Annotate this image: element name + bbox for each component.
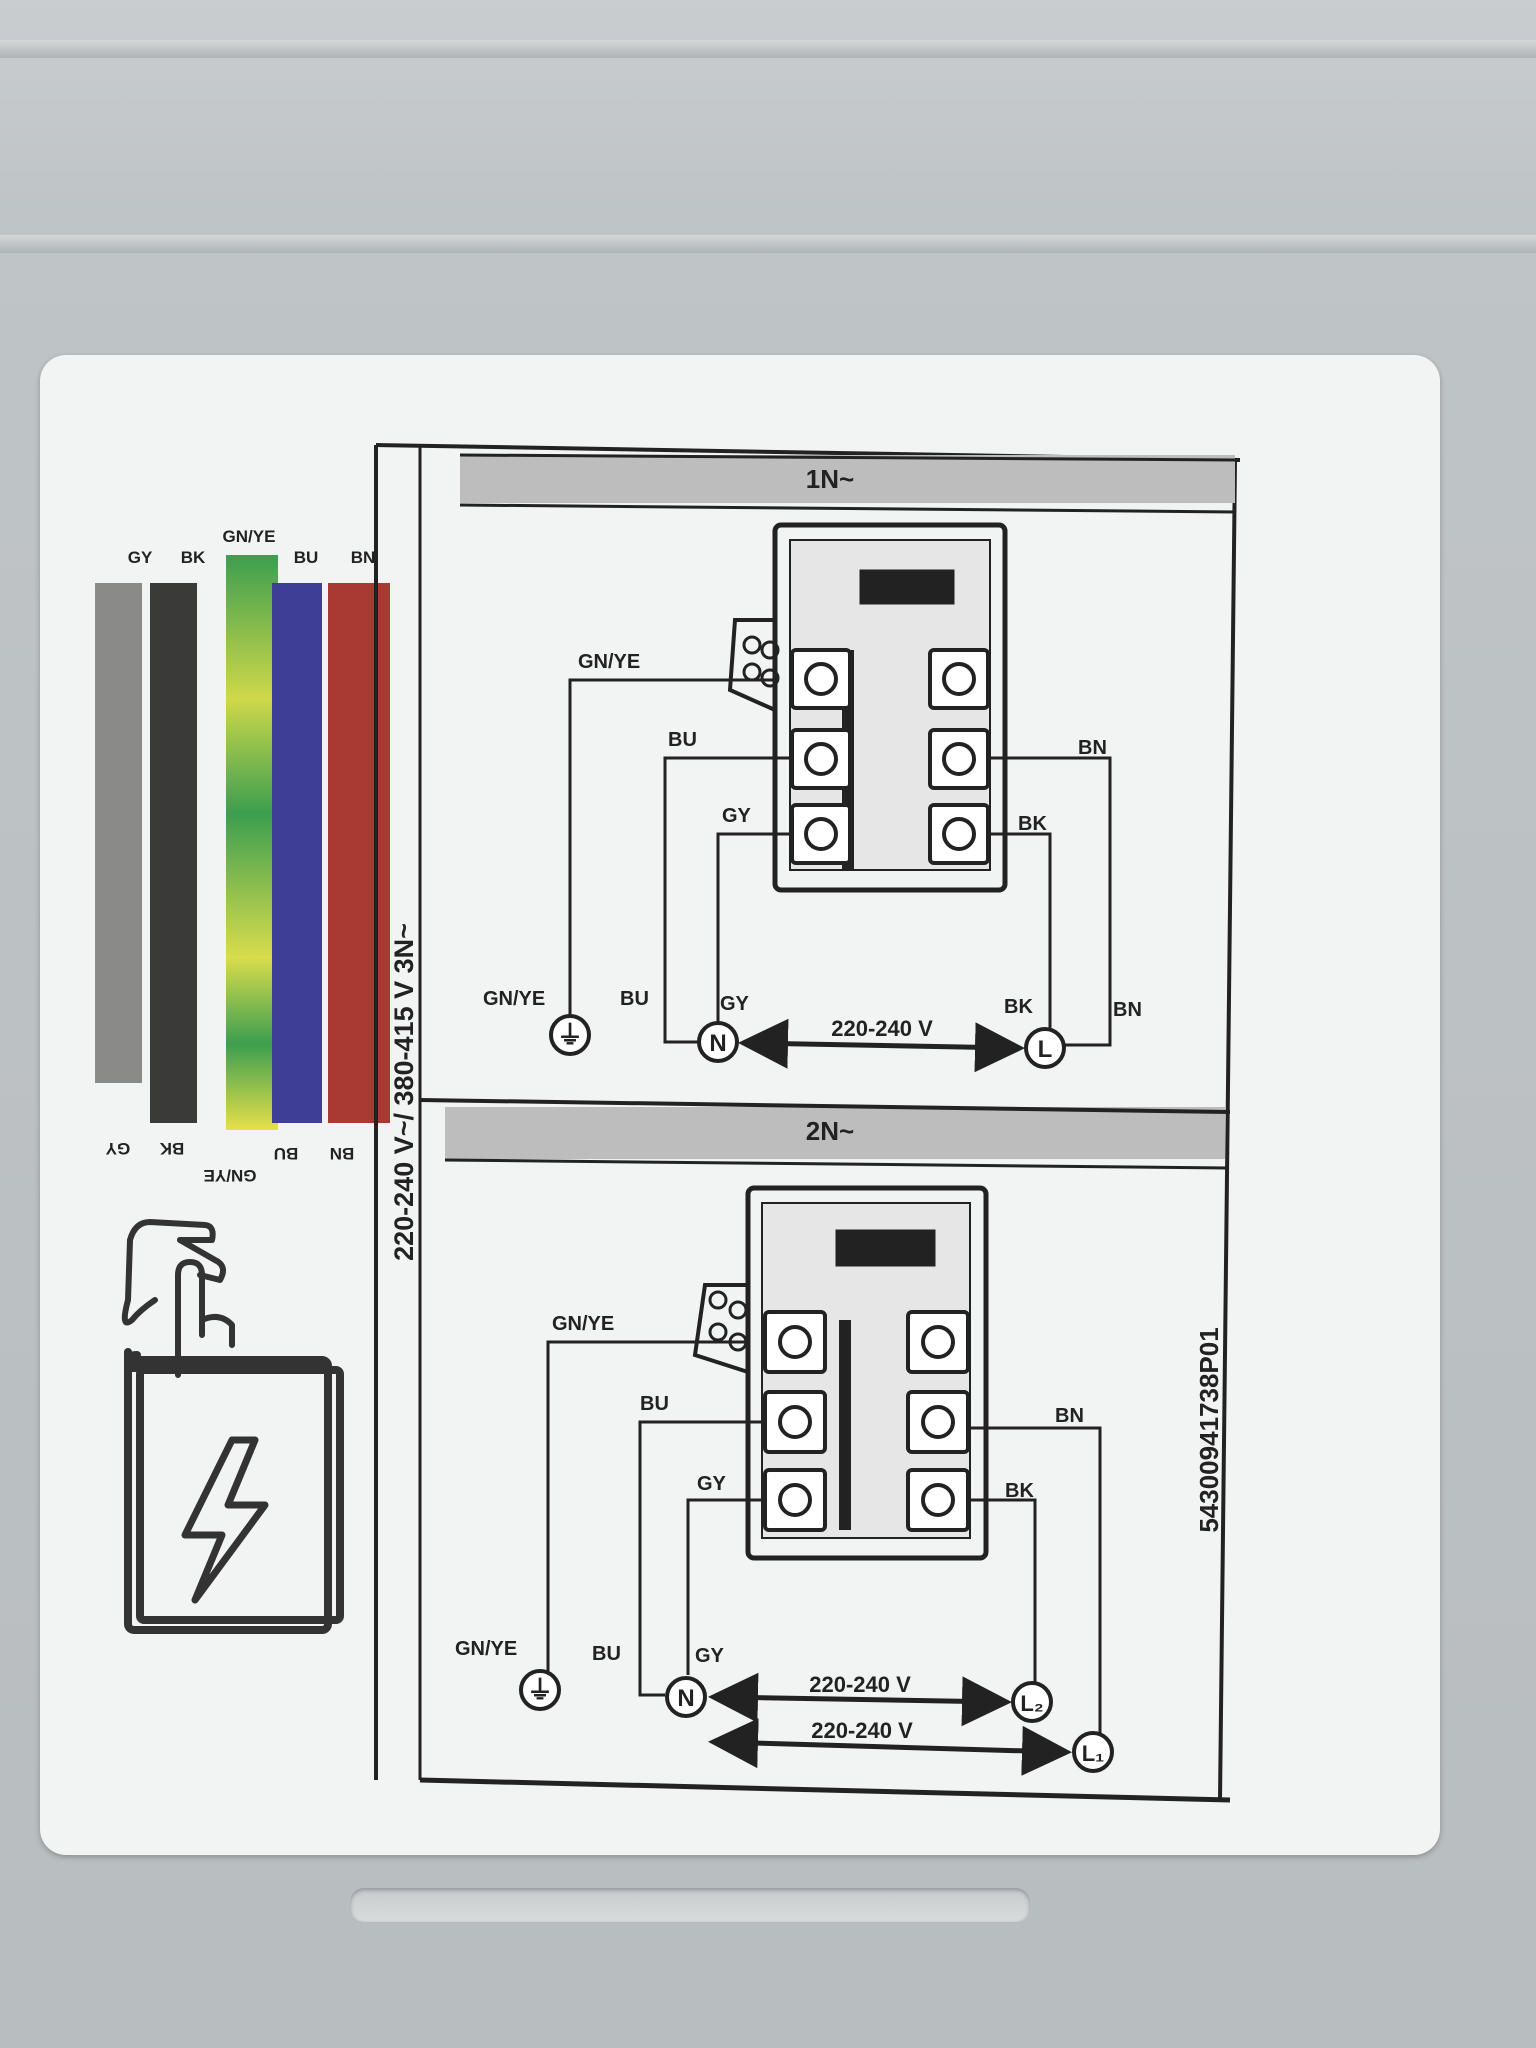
legend-label-gy-bottom: GY bbox=[105, 1139, 130, 1158]
manual-electric-icon bbox=[121, 1219, 344, 1634]
legend-label-bk-top: BK bbox=[181, 548, 206, 567]
p2-line1-terminal bbox=[1072, 1731, 1114, 1773]
p1-label-bn-bottom: BN bbox=[1113, 999, 1142, 1021]
legend-label-bn-top: BN bbox=[351, 548, 376, 567]
p1-ground-terminal bbox=[549, 1014, 591, 1056]
p2-label-bk-top: BK bbox=[1005, 1480, 1034, 1502]
terminal-screws-1 bbox=[790, 648, 990, 865]
wire-stripe-bu bbox=[272, 583, 322, 1123]
p1-line-terminal bbox=[1024, 1027, 1066, 1069]
p2-line2-label: L₂ bbox=[1020, 1691, 1043, 1716]
p1-label-bn-top: BN bbox=[1078, 737, 1107, 759]
p2-label-gnye-top: GN/YE bbox=[552, 1313, 614, 1335]
p1-ground-symbol: ⏚ bbox=[557, 1020, 583, 1050]
p2-label-bn-top: BN bbox=[1055, 1405, 1084, 1427]
p1-neutral-label: N bbox=[709, 1030, 726, 1057]
wire-stripe-bk bbox=[150, 583, 197, 1123]
p2-line1-label: L₁ bbox=[1082, 1741, 1105, 1766]
panel-1n: 1N~ bbox=[459, 453, 1236, 1073]
panel-1n-header: 1N~ bbox=[806, 464, 854, 494]
color-legend: GY BK GN/YE BU BN GY BK GN/YE BU BN bbox=[95, 527, 390, 1185]
wires-panel-1 bbox=[568, 678, 1112, 1047]
p1-label-bk-bottom: BK bbox=[1004, 996, 1033, 1018]
p1-voltage-label: 220-240 V bbox=[831, 1016, 933, 1041]
p2-label-bu-top: BU bbox=[640, 1393, 669, 1415]
p2-ground-symbol: ⏚ bbox=[527, 1675, 553, 1705]
p2-label-gy-bottom: GY bbox=[695, 1645, 725, 1667]
p2-voltage-label-l1: 220-240 V bbox=[811, 1718, 913, 1743]
p2-neutral-terminal bbox=[665, 1676, 707, 1718]
p2-label-bu-bottom: BU bbox=[592, 1643, 621, 1665]
panel-2n: 2N~ bbox=[419, 1098, 1231, 1776]
p1-label-bk-top: BK bbox=[1018, 813, 1047, 835]
terminal-screws-2 bbox=[763, 1310, 970, 1532]
wires-panel-2 bbox=[546, 1340, 1102, 1735]
p2-neutral-label: N bbox=[677, 1685, 694, 1712]
legend-label-bn-bottom: BN bbox=[330, 1144, 355, 1163]
wire-stripe-bn bbox=[328, 583, 390, 1123]
legend-label-gnye-top: GN/YE bbox=[223, 527, 276, 546]
legend-label-bu-bottom: BU bbox=[274, 1144, 299, 1163]
legend-label-gnye-bottom: GN/YE bbox=[204, 1166, 257, 1185]
p2-voltage-arrow-l2 bbox=[708, 1672, 1012, 1727]
panel-2n-header-bar bbox=[445, 1107, 1225, 1159]
p1-neutral-terminal bbox=[697, 1021, 739, 1063]
p1-label-gy-bottom: GY bbox=[720, 993, 750, 1015]
p2-label-gnye-bottom: GN/YE bbox=[455, 1638, 517, 1660]
p2-voltage-arrow-l1 bbox=[708, 1718, 1072, 1776]
p2-label-gy-top: GY bbox=[697, 1473, 727, 1495]
panel-1n-header-bar bbox=[460, 455, 1235, 503]
legend-label-gy-top: GY bbox=[128, 548, 153, 567]
p1-label-bu-bottom: BU bbox=[620, 988, 649, 1010]
p2-voltage-label-l2: 220-240 V bbox=[809, 1672, 911, 1697]
part-number: 54300941738P01 bbox=[1194, 1327, 1224, 1532]
housing-ridge bbox=[0, 40, 1536, 58]
wire-stripe-gnye bbox=[226, 555, 278, 1130]
wire-stripe-gy bbox=[95, 583, 142, 1083]
p1-label-bu-top: BU bbox=[668, 729, 697, 751]
housing-ridge bbox=[0, 235, 1536, 253]
p1-label-gnye-top: GN/YE bbox=[578, 651, 640, 673]
p1-line-label: L bbox=[1038, 1036, 1053, 1063]
panel-2n-header: 2N~ bbox=[806, 1116, 854, 1146]
p1-voltage-arrow bbox=[738, 1018, 1025, 1073]
p1-label-gy-top: GY bbox=[722, 805, 752, 827]
voltage-title: 220-240 V~/ 380-415 V 3N~ bbox=[389, 923, 419, 1261]
p1-label-gnye-bottom: GN/YE bbox=[483, 988, 545, 1010]
p2-ground-terminal bbox=[519, 1669, 561, 1711]
legend-label-bk-bottom: BK bbox=[159, 1139, 184, 1158]
legend-label-bu-top: BU bbox=[294, 548, 319, 567]
housing-slot bbox=[350, 1888, 1030, 1922]
